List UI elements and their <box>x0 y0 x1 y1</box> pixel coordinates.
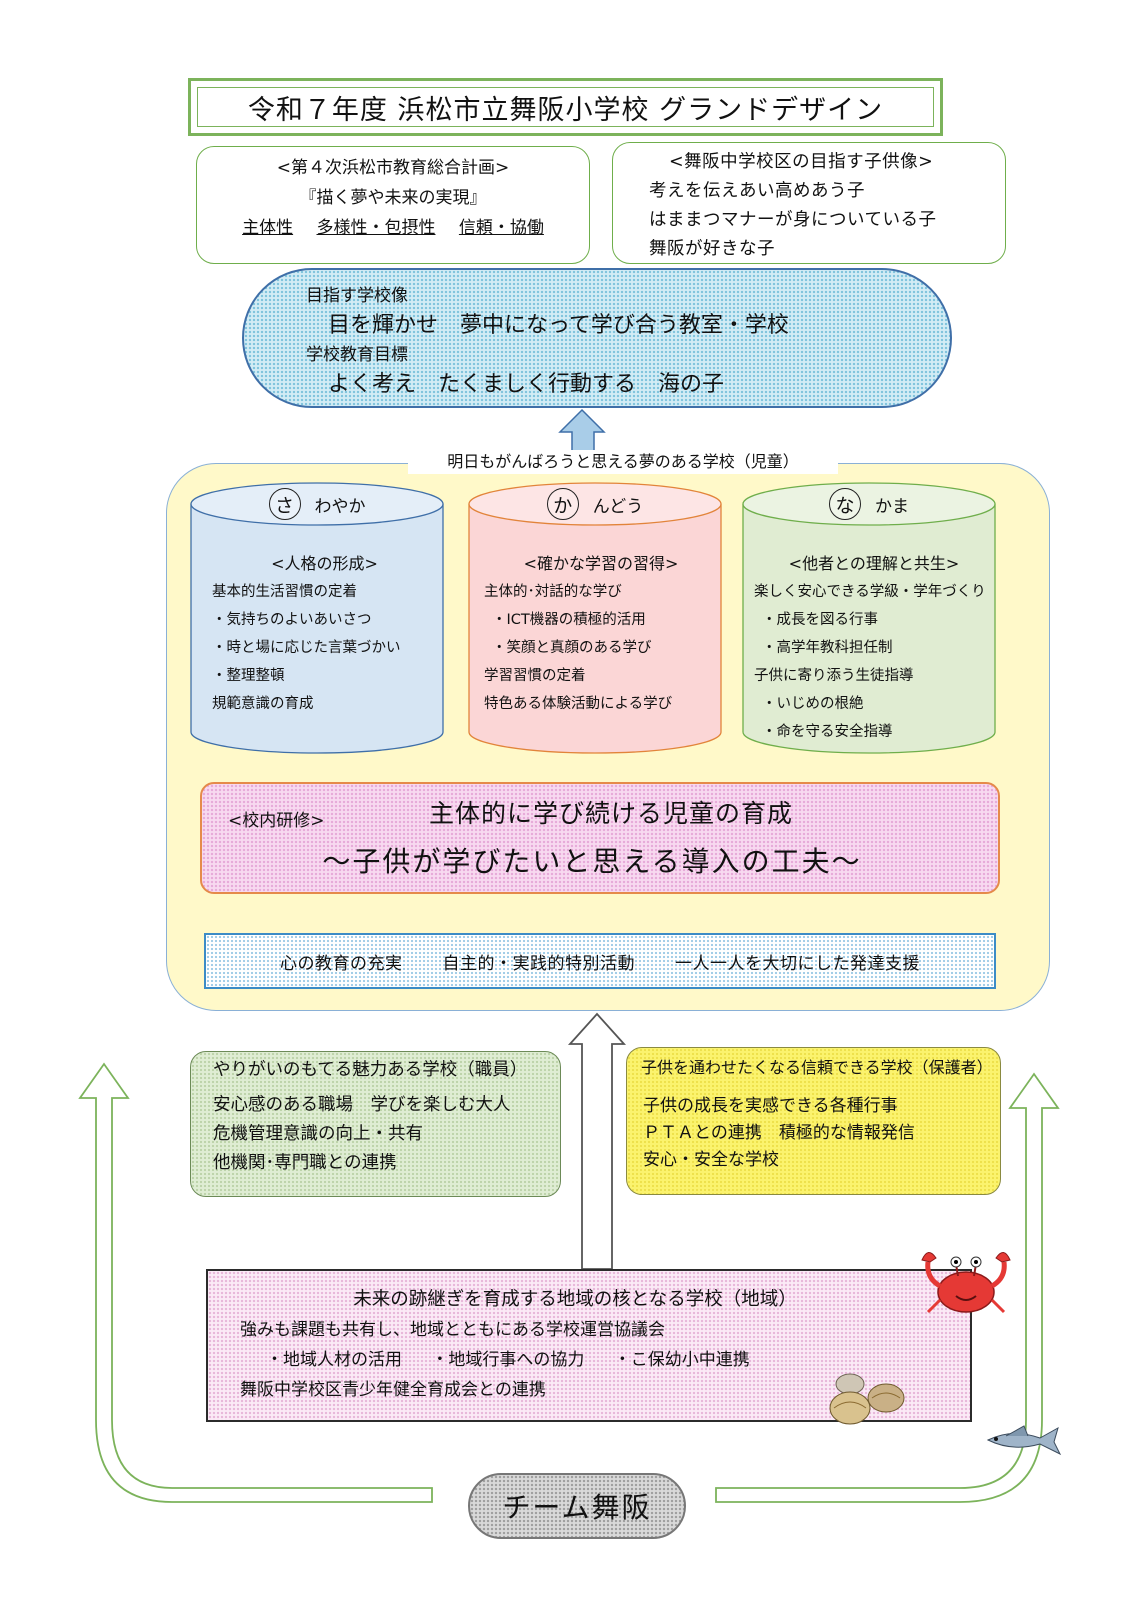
plan-keyword: 主体性 <box>242 218 294 238</box>
pillar-item: 学習習慣の定着 <box>484 668 586 684</box>
page-title: 令和７年度 浜松市立舞阪小学校 グランドデザイン <box>188 78 943 136</box>
circle-char: さ <box>268 488 301 520</box>
pillar-item: ・気持ちのよいあいさつ <box>212 612 372 628</box>
school-goal-text: よく考え たくましく行動する 海の子 <box>328 372 725 397</box>
school-vision-capsule: 目指す学校像 目を輝かせ 夢中になって学び合う教室・学校 学校教育目標 よく考え… <box>242 268 952 408</box>
cylinder-shape <box>190 482 444 754</box>
foundation-bar: 心の教育の充実 自主的・実践的特別活動 一人一人を大切にした発達支援 <box>204 933 996 989</box>
child-ideal-heading: <舞阪中学校区の目指す子供像> <box>669 152 934 172</box>
circle-char: な <box>829 488 861 520</box>
team-label: チーム舞阪 <box>502 1491 652 1524</box>
fish-icon <box>986 1425 1062 1456</box>
pillar-item: 基本的生活習慣の定着 <box>212 584 357 600</box>
pillar-item: ・いじめの根絶 <box>762 696 864 712</box>
pillar-title: さ わやか <box>190 482 444 526</box>
staff-line: 危機管理意識の向上・共有 <box>213 1124 423 1144</box>
parents-line: 安心・安全な学校 <box>643 1150 779 1170</box>
pillar-sawayaka: さ わやか <人格の形成> 基本的生活習慣の定着 ・気持ちのよいあいさつ ・時と… <box>190 482 444 754</box>
pillar-body: <確かな学習の習得> 主体的･対話的な学び ・ICT機器の積極的活用 ・笑顔と真… <box>484 550 718 718</box>
arrow-left-curve <box>78 1062 433 1503</box>
community-heading: 未来の跡継ぎを育成する地域の核となる学校（地域） <box>353 1289 797 1310</box>
school-ideal-label: 目指す学校像 <box>306 286 408 306</box>
school-ideal-text: 目を輝かせ 夢中になって学び合う教室・学校 <box>328 313 789 338</box>
community-item: ・地域人材の活用 <box>266 1350 402 1370</box>
cylinder-shape <box>468 482 722 754</box>
education-plan-box: <第４次浜松市教育総合計画> 『描く夢や未来の実現』 主体性 多様性・包摂性 信… <box>196 146 590 264</box>
arrow-up-central <box>567 1012 627 1270</box>
clams-icon <box>829 1373 905 1425</box>
parents-line: 子供の成長を実感できる各種行事 <box>643 1096 898 1116</box>
community-line: 強みも課題も共有し、地域とともにある学校運営協議会 <box>240 1320 665 1340</box>
pillar-item: 主体的･対話的な学び <box>484 584 622 600</box>
school-goal-label: 学校教育目標 <box>306 345 408 365</box>
pillar-title: か んどう <box>468 482 722 526</box>
plan-subtitle: 『描く夢や未来の実現』 <box>299 188 487 208</box>
community-item: ・地域行事への協力 <box>431 1350 585 1370</box>
child-ideal-line: はままつマナーが身についている子 <box>649 210 937 230</box>
parents-line: ＰＴＡとの連携 積極的な情報発信 <box>643 1123 915 1143</box>
staff-box: やりがいのもてる魅力ある学校（職員） 安心感のある職場 学びを楽しむ大人 危機管… <box>190 1051 561 1197</box>
pillar-item: 子供に寄り添う生徒指導 <box>754 668 914 684</box>
research-line2: ～子供が学びたいと思える導入の工夫～ <box>322 845 862 878</box>
pillar-title-rest: かま <box>875 496 909 517</box>
plan-heading: <第４次浜松市教育総合計画> <box>276 158 510 178</box>
pillar-item: ・時と場に応じた言葉づかい <box>212 640 401 656</box>
pillar-heading: <確かな学習の習得> <box>523 554 679 573</box>
pillar-body: <他者との理解と共生> 楽しく安心できる学級・学年づくり ・成長を図る行事 ・高… <box>754 550 994 746</box>
pillar-item: ・成長を図る行事 <box>762 612 878 628</box>
pillar-item: ・ICT機器の積極的活用 <box>492 612 646 628</box>
pillar-item: ・命を守る安全指導 <box>762 724 893 740</box>
pillar-item: ・高学年教科担任制 <box>762 640 893 656</box>
student-section-caption: 明日もがんばろうと思える夢のある学校（児童） <box>408 450 838 474</box>
pillar-heading: <人格の形成> <box>271 554 378 573</box>
community-item: ・こ保幼小中連携 <box>613 1350 750 1370</box>
pillar-item: 規範意識の育成 <box>212 696 314 712</box>
child-ideal-line: 舞阪が好きな子 <box>649 239 775 259</box>
pillar-title-rest: わやか <box>314 496 366 517</box>
foundation-item: 心の教育の充実 <box>280 953 403 974</box>
community-items: ・地域人材の活用 ・地域行事への協力 ・こ保幼小中連携 <box>240 1345 970 1375</box>
plan-keyword: 信頼・協働 <box>458 218 544 238</box>
pillar-body: <人格の形成> 基本的生活習慣の定着 ・気持ちのよいあいさつ ・時と場に応じた言… <box>212 550 437 718</box>
pillar-title: な かま <box>742 482 996 526</box>
community-line: 舞阪中学校区青少年健全育成会との連携 <box>240 1380 546 1400</box>
pillar-item: ・整理整頓 <box>212 668 285 684</box>
child-ideal-box: <舞阪中学校区の目指す子供像> 考えを伝えあい高めあう子 はままつマナーが身につ… <box>612 142 1006 264</box>
arrow-right-curve <box>715 1072 1060 1503</box>
pillar-item: 特色ある体験活動による学び <box>484 696 673 712</box>
research-box: <校内研修> 主体的に学び続ける児童の育成 ～子供が学びたいと思える導入の工夫～ <box>200 782 1000 894</box>
plan-keywords: 主体性 多様性・包摂性 信頼・協働 <box>197 213 589 243</box>
pillar-item: 楽しく安心できる学級・学年づくり <box>754 584 986 600</box>
staff-heading: やりがいのもてる魅力ある学校（職員） <box>213 1060 528 1080</box>
pillar-nakama: な かま <他者との理解と共生> 楽しく安心できる学級・学年づくり ・成長を図る… <box>742 482 996 754</box>
parents-box: 子供を通わせたくなる信頼できる学校（保護者） 子供の成長を実感できる各種行事 Ｐ… <box>626 1047 1001 1195</box>
cylinder-shape <box>742 482 996 754</box>
parents-heading: 子供を通わせたくなる信頼できる学校（保護者） <box>641 1058 993 1077</box>
circle-char: か <box>546 488 579 520</box>
pillar-heading: <他者との理解と共生> <box>788 554 960 573</box>
pillar-title-rest: んどう <box>592 496 644 517</box>
staff-line: 他機関･専門職との連携 <box>213 1153 397 1173</box>
pillar-kandou: か んどう <確かな学習の習得> 主体的･対話的な学び ・ICT機器の積極的活用… <box>468 482 722 754</box>
plan-keyword: 多様性・包摂性 <box>316 218 436 238</box>
child-ideal-line: 考えを伝えあい高めあう子 <box>649 181 865 201</box>
staff-line: 安心感のある職場 学びを楽しむ大人 <box>213 1095 511 1115</box>
pillar-item: ・笑顔と真顔のある学び <box>492 640 652 656</box>
research-line1: 主体的に学び続ける児童の育成 <box>428 799 793 828</box>
page-title-text: 令和７年度 浜松市立舞阪小学校 グランドデザイン <box>247 94 884 126</box>
crab-icon <box>921 1252 1011 1314</box>
foundation-item: 一人一人を大切にした発達支援 <box>675 953 920 974</box>
team-maisaka: チーム舞阪 <box>468 1473 686 1539</box>
community-box: 未来の跡継ぎを育成する地域の核となる学校（地域） 強みも課題も共有し、地域ととも… <box>206 1269 972 1422</box>
arrow-up-to-vision <box>558 408 606 453</box>
research-label: <校内研修> <box>228 811 325 831</box>
foundation-item: 自主的・実践的特別活動 <box>442 953 635 974</box>
